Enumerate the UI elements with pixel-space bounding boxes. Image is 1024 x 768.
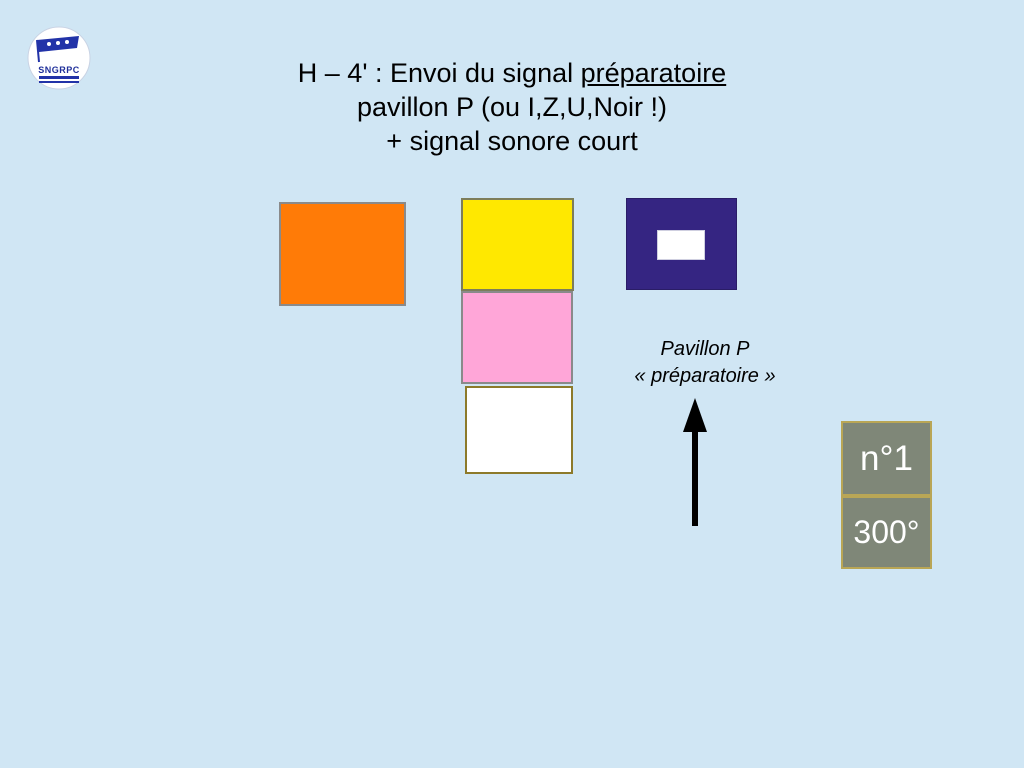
logo-text: SNGRPC (38, 65, 80, 75)
pavillon-p-white-center (657, 230, 705, 260)
title-line-1: H – 4' : Envoi du signal préparatoire (212, 56, 812, 90)
pavillon-p-caption: Pavillon P « préparatoire » (600, 336, 810, 390)
up-arrow-icon (683, 398, 707, 526)
caption-line-2: « préparatoire » (634, 365, 776, 387)
sngrpc-logo: SNGRPC (27, 26, 91, 90)
yellow-flag (461, 198, 574, 291)
pavillon-p-flag (626, 198, 737, 290)
heading-degrees-badge: 300° (841, 496, 932, 569)
title-line-1-underlined: préparatoire (580, 58, 727, 88)
race-number-badge: n°1 (841, 421, 932, 496)
slide-title: H – 4' : Envoi du signal préparatoire pa… (212, 56, 812, 158)
title-line-3: + signal sonore court (386, 126, 638, 156)
caption-line-1: Pavillon P (660, 338, 750, 360)
logo-emblem-icon (27, 26, 91, 90)
white-flag (465, 386, 573, 474)
orange-flag (279, 202, 406, 306)
title-line-2: pavillon P (ou I,Z,U,Noir !) (356, 92, 668, 122)
pink-flag (461, 291, 573, 384)
title-line-1-prefix: H – 4' : Envoi du signal (297, 58, 581, 88)
